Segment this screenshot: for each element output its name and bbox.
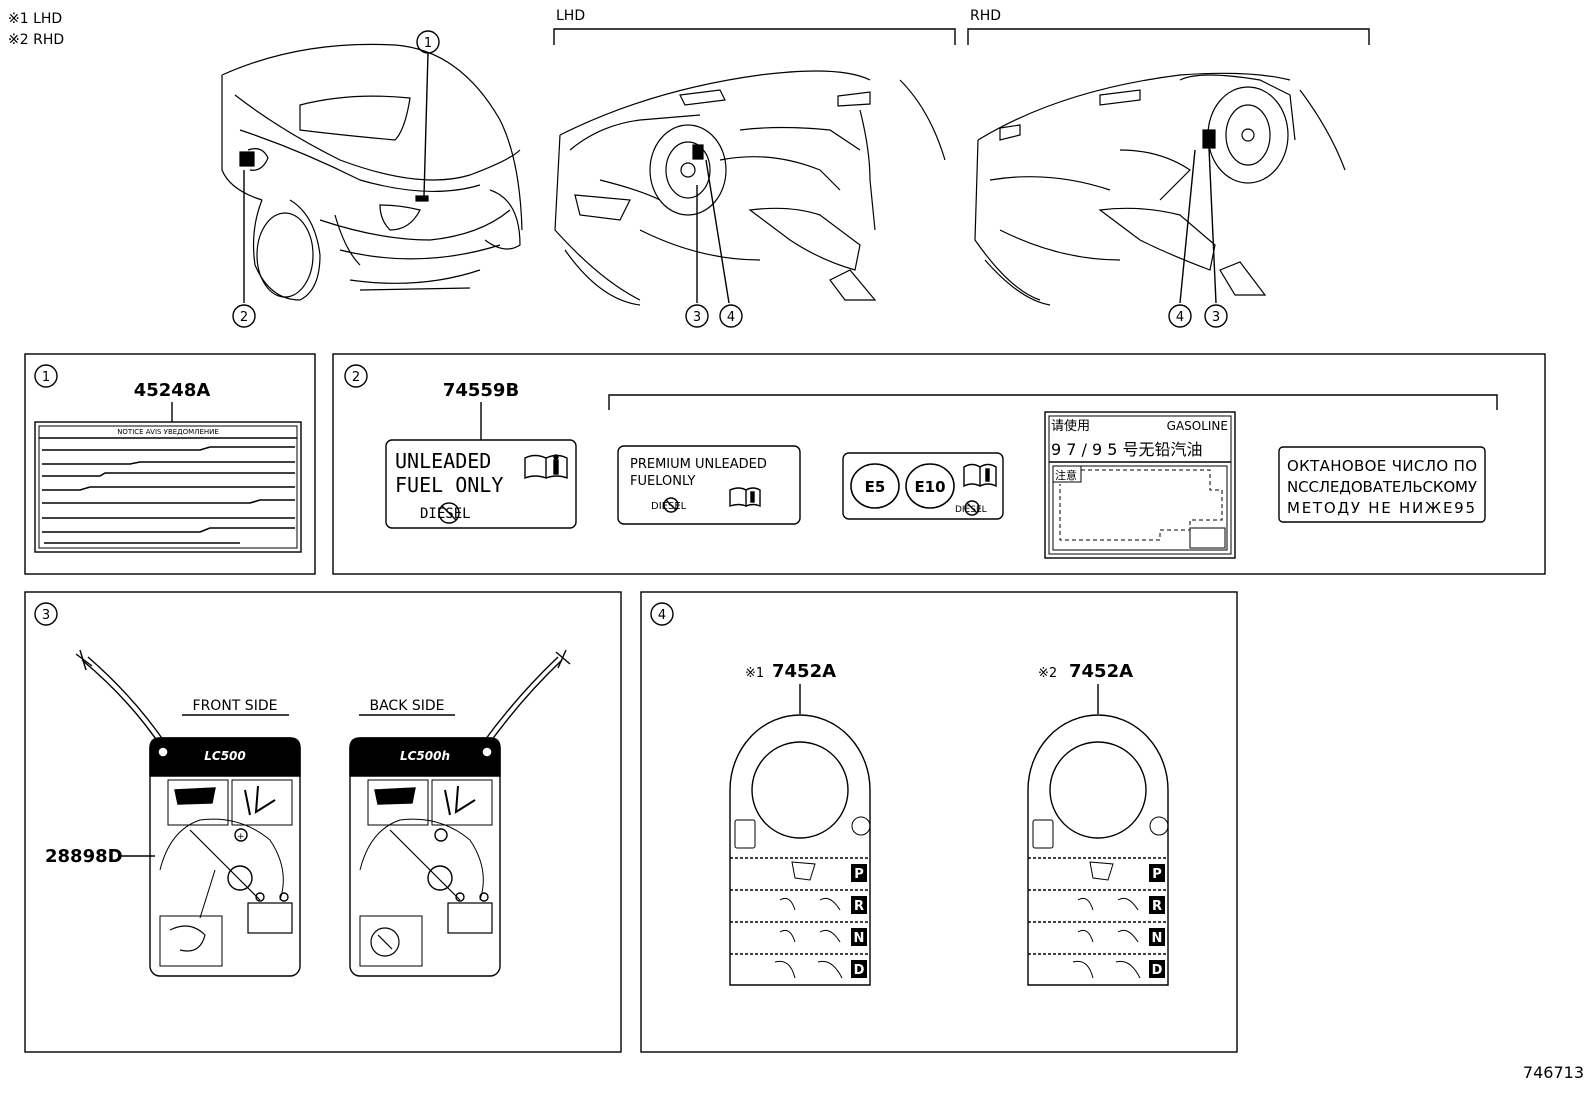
gear-p-rhd: P [1152, 867, 1162, 882]
callout-3-lhd: 3 [685, 304, 709, 328]
part-45248a: 45248A [134, 380, 211, 401]
svg-text:UNLEADED: UNLEADED [395, 449, 491, 473]
rhd-bracket: RHD [967, 8, 1370, 45]
lhd-bracket: LHD [553, 8, 956, 45]
shift-hanger-rhd: P R N D [1027, 714, 1169, 986]
manual-icon [729, 487, 761, 508]
jump-start-tag-front: LC500 + [149, 737, 301, 977]
svg-text:3: 3 [1212, 310, 1220, 325]
svg-text:DIESEL: DIESEL [651, 501, 687, 512]
gear-n-rhd: N [1152, 931, 1163, 946]
part-7452a-lhd: 7452A [772, 661, 836, 682]
note-lhd: ※1 LHD [8, 11, 62, 27]
fuel-label-china: 请使用 GASOLINE 9 7 / 9 5 号无铅汽油 注意 [1044, 411, 1236, 559]
fuel-label-e5-e10: E5 E10 DIESEL [842, 452, 1004, 520]
svg-text:E5: E5 [865, 478, 886, 496]
car-rear-illustration [221, 43, 523, 301]
callout-3-rhd: 3 [1204, 304, 1228, 328]
panel-3: 3 FRONT SIDE BACK SIDE 28898D LC500 + [24, 591, 622, 1053]
fuel-label-unleaded: UNLEADED FUEL ONLY DIESEL [385, 439, 577, 529]
part-7452a-rhd: 7452A [1069, 661, 1133, 682]
svg-text:GASOLINE: GASOLINE [1167, 419, 1228, 433]
shift-hanger-lhd: P R N D [729, 714, 871, 986]
rhd-label: RHD [970, 8, 1001, 24]
svg-text:1: 1 [424, 36, 432, 51]
svg-text:FUELONLY: FUELONLY [630, 474, 695, 489]
svg-text:+: + [237, 832, 245, 842]
panel-1: 1 45248A NOTICE AVIS УВЕДОМЛЕНИЕ [24, 353, 316, 575]
lhd-label: LHD [556, 8, 585, 24]
jump-start-tag-back: LC500h [349, 737, 501, 977]
variants-bracket [608, 394, 1498, 410]
lhd-interior-illustration [554, 70, 946, 306]
svg-text:3: 3 [693, 310, 701, 325]
manual-icon [524, 454, 568, 480]
manual-icon [963, 463, 997, 488]
svg-text:9 7 / 9 5 号无铅汽油: 9 7 / 9 5 号无铅汽油 [1051, 440, 1203, 459]
svg-text:ОКТАНОВОЕ ЧИСЛО ПО: ОКТАНОВОЕ ЧИСЛО ПО [1287, 457, 1477, 475]
figure-id: 746713 [1523, 1063, 1584, 1082]
front-model: LC500 [204, 749, 246, 763]
fuel-label-premium: PREMIUM UNLEADED FUELONLY DIESEL [617, 445, 801, 525]
panel-2: 2 74559B UNLEADED FUEL ONLY DIESEL PREMI… [332, 353, 1546, 575]
svg-text:4: 4 [1176, 310, 1184, 325]
part-7452a-lhd-prefix: ※1 [745, 666, 764, 681]
gear-r-lhd: R [854, 899, 864, 914]
gear-r-rhd: R [1152, 899, 1162, 914]
leader-4-lhd [705, 159, 730, 304]
leader-3-rhd [1208, 147, 1217, 304]
fuel-label-russia: ОКТАНОВОЕ ЧИСЛО ПО NССЛЕДОВАТЕЛЬСКОМУ МЕ… [1278, 446, 1486, 523]
panel-3-callout: 3 [42, 608, 50, 623]
notice-label-header: NOTICE AVIS УВЕДОМЛЕНИЕ [117, 428, 219, 436]
note-rhd: ※2 RHD [8, 32, 64, 48]
svg-text:DIESEL: DIESEL [955, 505, 987, 515]
callout-4-rhd: 4 [1168, 304, 1192, 328]
svg-text:请使用: 请使用 [1051, 418, 1090, 434]
svg-text:4: 4 [727, 310, 735, 325]
gear-d-rhd: D [1152, 963, 1163, 978]
panel-4-callout: 4 [658, 608, 666, 623]
part-7452a-rhd-prefix: ※2 [1038, 666, 1057, 681]
back-model: LC500h [400, 749, 450, 763]
svg-text:E10: E10 [914, 478, 945, 496]
part-74559b: 74559B [443, 380, 519, 401]
svg-text:NССЛЕДОВАТЕЛЬСКОМУ: NССЛЕДОВАТЕЛЬСКОМУ [1287, 478, 1477, 496]
gear-d-lhd: D [854, 963, 865, 978]
svg-text:PREMIUM UNLEADED: PREMIUM UNLEADED [630, 457, 767, 472]
svg-text:FUEL ONLY: FUEL ONLY [395, 473, 503, 497]
leader-1 [423, 52, 429, 197]
gear-p-lhd: P [854, 867, 864, 882]
callout-2-top: 2 [232, 304, 256, 328]
rhd-interior-illustration [974, 72, 1346, 306]
svg-text:2: 2 [240, 310, 248, 325]
leader-4-rhd [1179, 149, 1196, 304]
panel-2-callout: 2 [352, 370, 360, 385]
gear-n-lhd: N [854, 931, 865, 946]
panel-1-callout: 1 [42, 370, 50, 385]
svg-text:МЕТОДУ НЕ НИЖЕ95: МЕТОДУ НЕ НИЖЕ95 [1287, 499, 1475, 517]
callout-1-top: 1 [416, 30, 440, 54]
panel-4: 4 ※1 7452A ※2 7452A P [640, 591, 1238, 1053]
front-side-caption: FRONT SIDE [193, 698, 278, 714]
svg-text:注意: 注意 [1055, 468, 1077, 482]
notice-label: NOTICE AVIS УВЕДОМЛЕНИЕ [34, 421, 302, 553]
part-28898d: 28898D [45, 846, 123, 867]
back-side-caption: BACK SIDE [370, 698, 445, 714]
callout-4-lhd: 4 [719, 304, 743, 328]
